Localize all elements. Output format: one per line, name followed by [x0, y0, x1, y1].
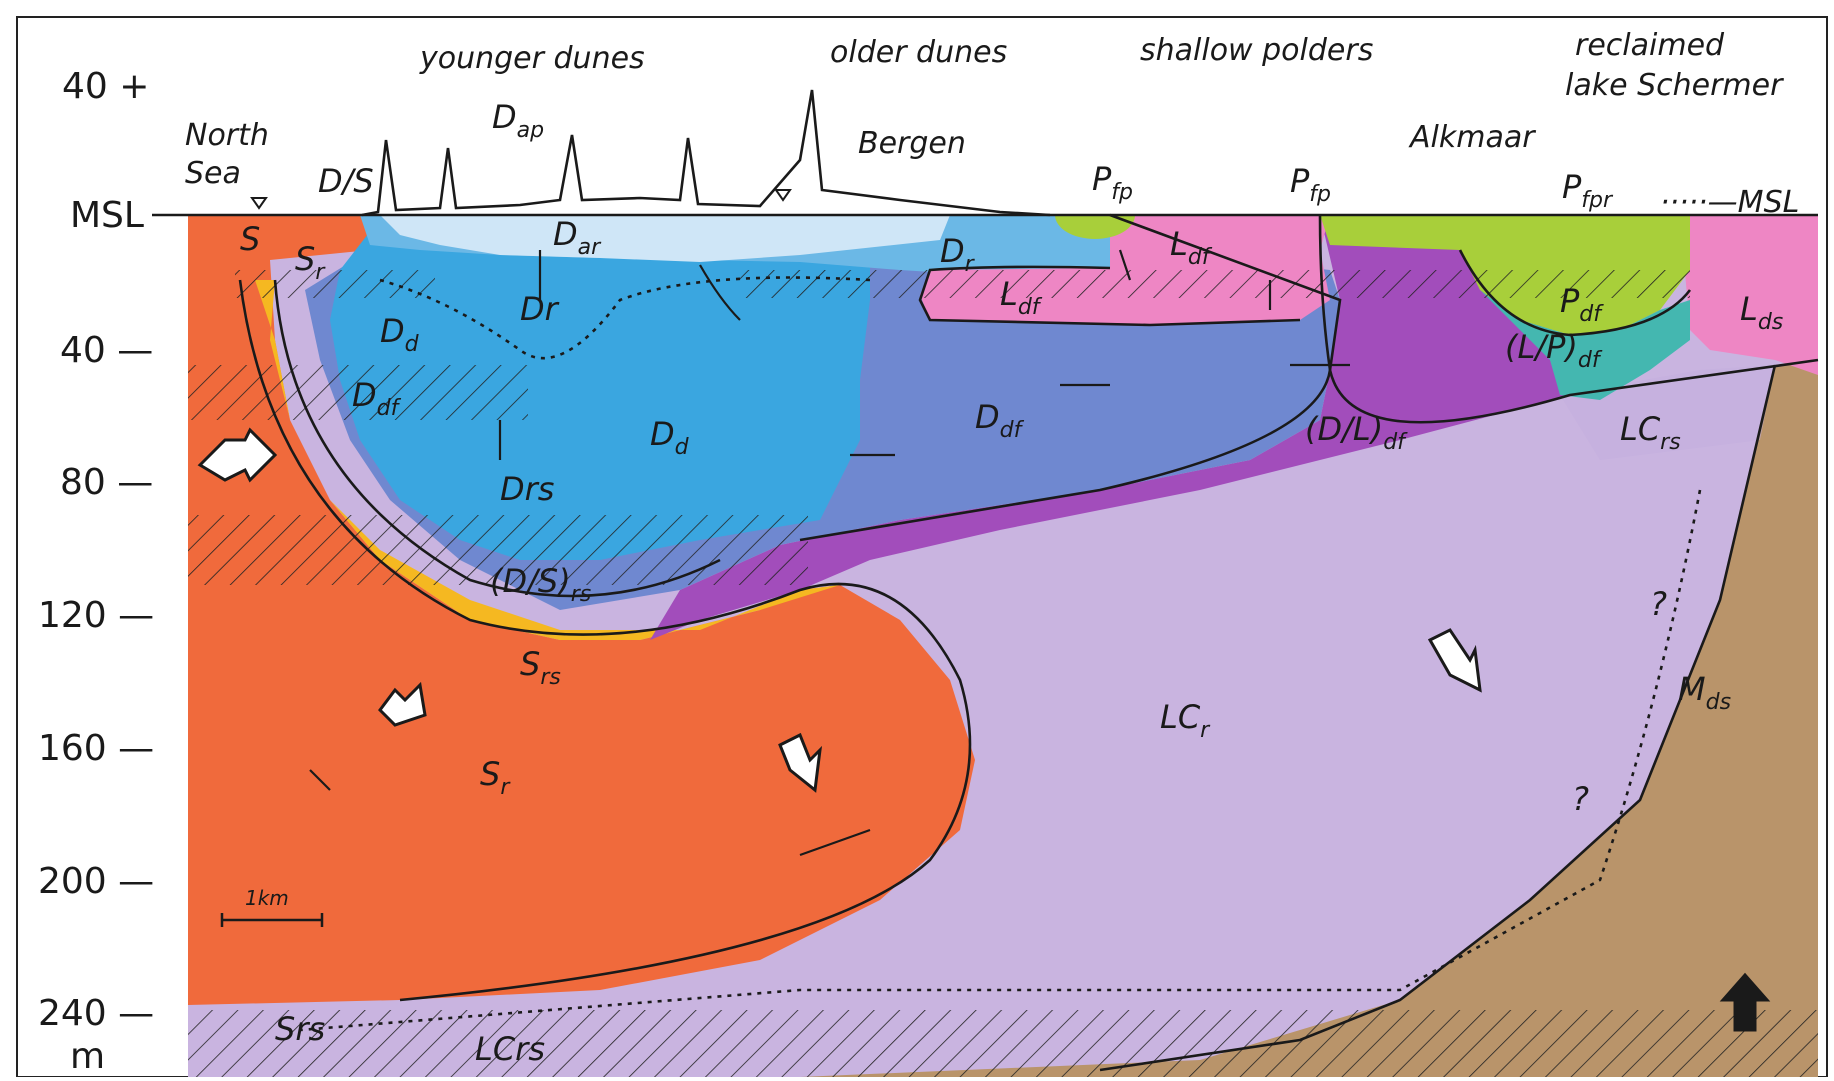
heading-older-dunes: older dunes [830, 35, 1007, 70]
heading-shallow-polders: shallow polders [1140, 33, 1373, 68]
places: North Sea Bergen Alkmaar ·····—MSL [185, 118, 1799, 220]
unit-label-srs-bottom: Srs [275, 1010, 325, 1048]
unit-label-dap: Dap [492, 98, 544, 143]
tick-240: 240 — [38, 993, 154, 1034]
depth-axis: 40 + MSL 40 — 80 — 120 — 160 — 200 — 240… [38, 66, 154, 1077]
unit-label-pfpr: Pfpr [1562, 168, 1614, 213]
unit-label-drs: Drs [500, 470, 554, 508]
unit-label-pfp-1: Pfp [1092, 160, 1133, 205]
hatch-240 [188, 1010, 1818, 1077]
heading-reclaimed: reclaimed [1575, 28, 1725, 63]
unit-label-ds-top: D/S [318, 162, 374, 200]
unit-label-q2: ? [1572, 780, 1589, 818]
tick-160: 160 — [38, 728, 154, 769]
tick-msl: MSL [70, 195, 144, 236]
tick-200: 200 — [38, 861, 154, 902]
tick-40-up: 40 + [62, 66, 149, 107]
msl-triangle-2 [776, 190, 790, 200]
headings: younger dunes older dunes shallow polder… [419, 28, 1784, 103]
unit-label-dr-center: Dr [520, 290, 560, 328]
unit-label-q1: ? [1650, 585, 1667, 623]
place-bergen: Bergen [858, 126, 966, 161]
tick-80: 80 — [60, 462, 153, 503]
msl-triangle-1 [252, 198, 266, 208]
place-sea: Sea [185, 156, 241, 191]
axis-unit: m [70, 1036, 105, 1077]
place-north: North [185, 118, 269, 153]
tick-40: 40 — [60, 330, 153, 371]
hatch-25 [235, 270, 435, 298]
heading-younger-dunes: younger dunes [419, 41, 645, 76]
place-alkmaar: Alkmaar [1408, 120, 1536, 155]
tick-120: 120 — [38, 595, 154, 636]
unit-label-lcrs-bottom: LCrs [475, 1030, 545, 1068]
hatch-25b [740, 270, 1690, 298]
heading-lake-schermer: lake Schermer [1565, 68, 1784, 103]
place-msl-right: ·····—MSL [1660, 185, 1799, 220]
scale-bar-label: 1km [245, 886, 289, 910]
unit-label-pfp-2: Pfp [1290, 162, 1331, 207]
unit-label-s: S [240, 220, 260, 258]
